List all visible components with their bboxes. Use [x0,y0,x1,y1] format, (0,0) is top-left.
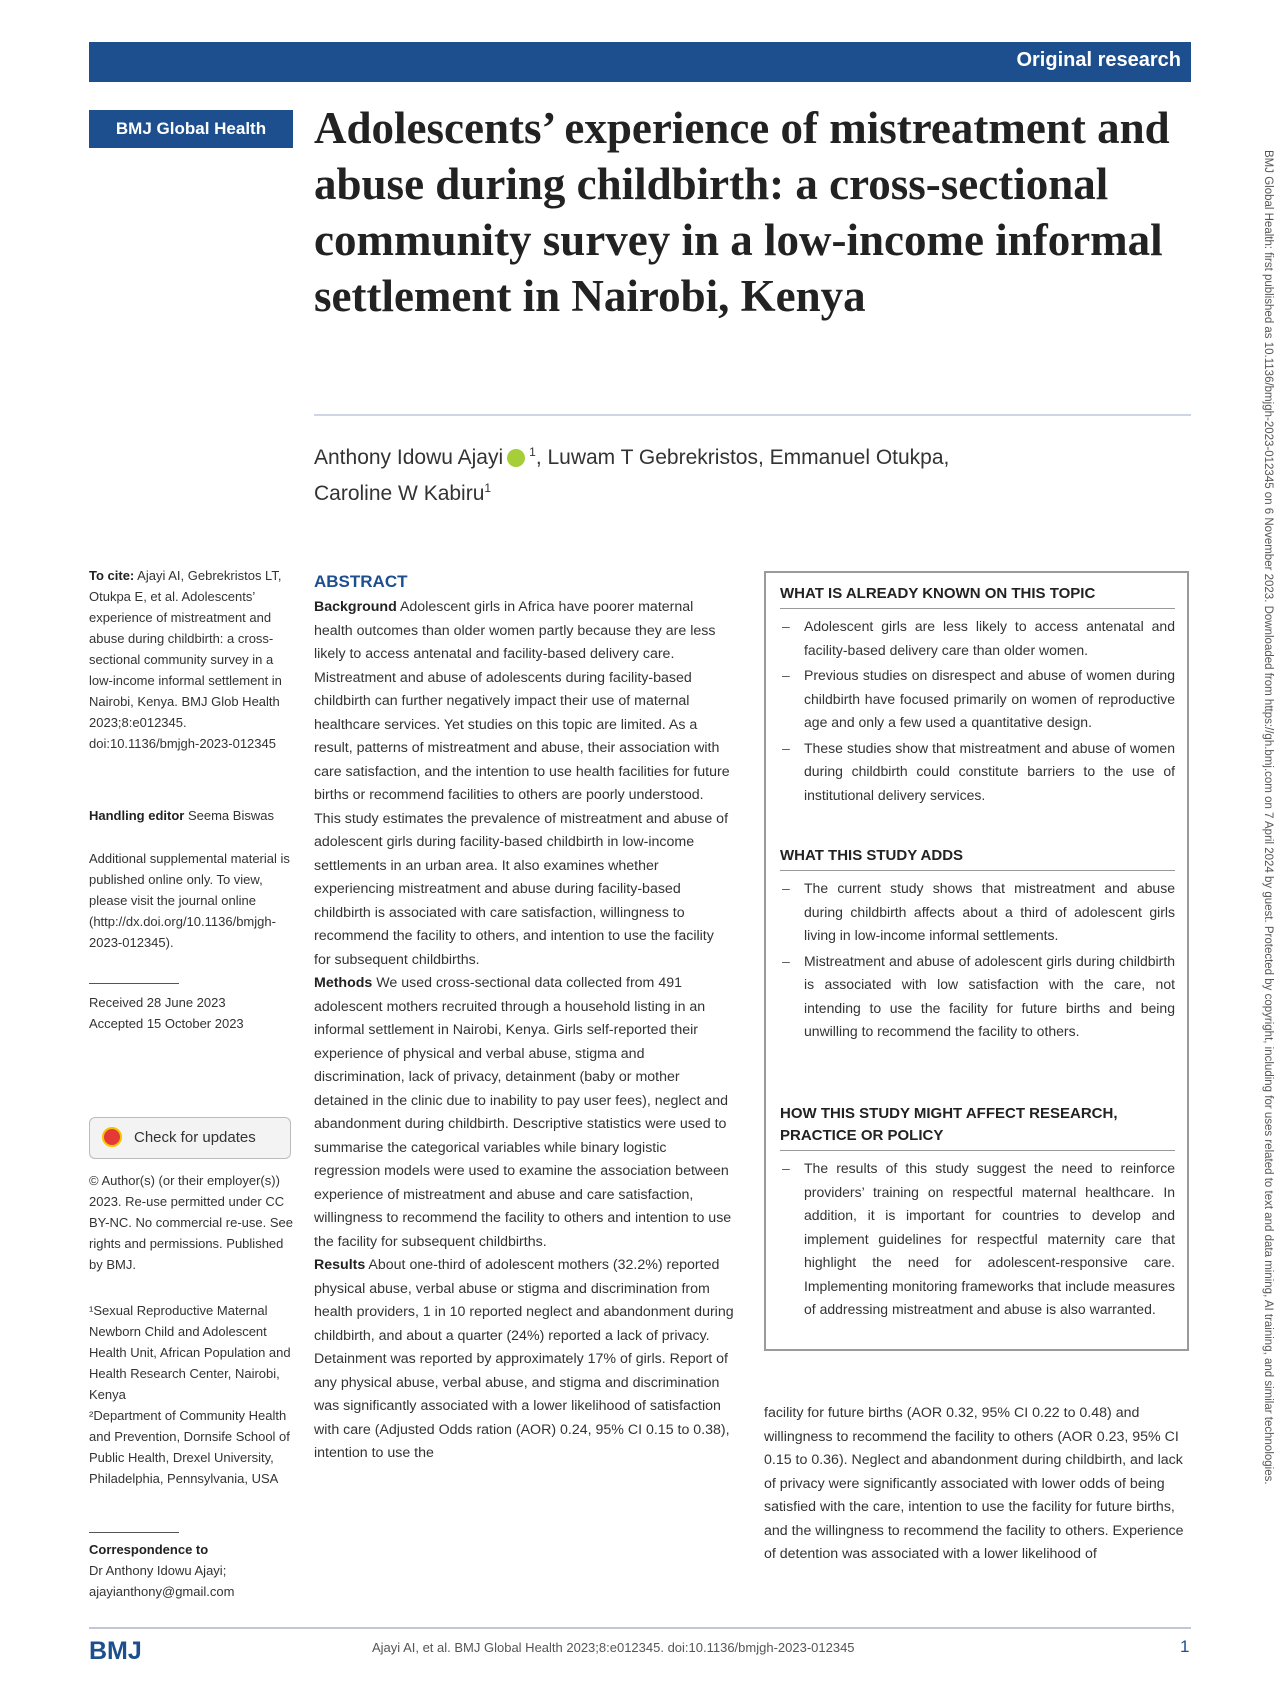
cite-text: Ajayi AI, Gebrekristos LT, Otukpa E, et … [89,568,282,751]
page-number: 1 [1180,1637,1190,1656]
cite-block: To cite: Ajayi AI, Gebrekristos LT, Otuk… [89,565,294,754]
footer-citation: Ajayi AI, et al. BMJ Global Health 2023;… [372,1640,855,1655]
sidebar-divider [89,1532,179,1533]
sidebar-divider [89,983,179,984]
correspondence: Correspondence to Dr Anthony Idowu Ajayi… [89,1539,294,1602]
check-for-updates-button[interactable]: Check for updates [89,1117,291,1159]
affil-sup: 1 [529,445,536,459]
impact-section: HOW THIS STUDY MIGHT AFFECT RESEARCH, PR… [780,1103,1175,1324]
affiliation-1: ¹Sexual Reproductive Maternal Newborn Ch… [89,1303,291,1402]
affiliations: ¹Sexual Reproductive Maternal Newborn Ch… [89,1300,294,1489]
methods-label: Methods [314,975,373,991]
handling-editor: Handling editor Seema Biswas [89,805,294,826]
author-name[interactable]: Caroline W Kabiru [314,482,485,505]
abstract-heading: ABSTRACT [314,572,408,591]
known-heading: WHAT IS ALREADY KNOWN ON THIS TOPIC [780,583,1175,609]
margin-note-text: BMJ Global Health: first published as 10… [1262,150,1274,1485]
margin-note: BMJ Global Health: first published as 10… [1258,150,1278,1485]
accepted-date: Accepted 15 October 2023 [89,1016,244,1031]
key-messages-box: WHAT IS ALREADY KNOWN ON THIS TOPIC Adol… [764,571,1189,1351]
additional-material: Additional supplemental material is publ… [89,848,294,953]
continued-text: facility for future births (AOR 0.32, 95… [764,1405,1184,1562]
list-item: These studies show that mistreatment and… [782,737,1175,808]
section-banner: Original research [89,42,1191,82]
cite-label: To cite: [89,568,135,583]
abstract-continued: facility for future births (AOR 0.32, 95… [764,1402,1189,1567]
article-title: Adolescents’ experience of mistreatment … [314,103,1170,321]
list-item: The current study shows that mistreatmen… [782,877,1175,948]
list-item: The results of this study suggest the ne… [782,1157,1175,1322]
list-item: Previous studies on disrespect and abuse… [782,664,1175,735]
orcid-icon[interactable] [507,449,526,468]
impact-heading: HOW THIS STUDY MIGHT AFFECT RESEARCH, PR… [780,1103,1175,1151]
background-label: Background [314,599,397,615]
adds-section: WHAT THIS STUDY ADDS The current study s… [780,845,1175,1046]
list-item: Mistreatment and abuse of adolescent gir… [782,950,1175,1044]
section-label: Original research [1016,49,1181,71]
results-text: About one-third of adolescent mothers (3… [314,1257,734,1461]
check-updates-label: Check for updates [134,1129,256,1146]
correspondence-label: Correspondence to [89,1542,209,1557]
handling-label: Handling editor [89,808,185,823]
affiliation-2: ²Department of Community Health and Prev… [89,1408,290,1486]
background-text: Adolescent girls in Africa have poorer m… [314,599,730,968]
title-divider [314,414,1191,416]
handling-text: Seema Biswas [187,808,274,823]
affil-sup: 1 [484,481,492,495]
correspondence-text[interactable]: Dr Anthony Idowu Ajayi; ajayianthony@gma… [89,1563,235,1599]
copyright-text: © Author(s) (or their employer(s)) 2023.… [89,1173,293,1272]
methods-text: We used cross-sectional data collected f… [314,975,732,1250]
results-label: Results [314,1257,366,1273]
adds-heading: WHAT THIS STUDY ADDS [780,845,1175,871]
copyright-notice: © Author(s) (or their employer(s)) 2023.… [89,1170,294,1275]
bmj-logo[interactable]: BMJ [89,1637,142,1665]
author-names-rest[interactable]: , Luwam T Gebrekristos, Emmanuel Otukpa, [535,446,950,469]
journal-badge[interactable]: BMJ Global Health [89,110,293,148]
received-date: Received 28 June 2023 [89,995,226,1010]
known-section: WHAT IS ALREADY KNOWN ON THIS TOPIC Adol… [780,583,1175,809]
abstract-body: Background Adolescent girls in Africa ha… [314,596,734,1466]
author-name[interactable]: Anthony Idowu Ajayi [314,446,504,469]
additional-text[interactable]: Additional supplemental material is publ… [89,851,290,950]
footer-divider [89,1627,1191,1629]
crossmark-icon [102,1127,122,1147]
list-item: Adolescent girls are less likely to acce… [782,615,1175,662]
dates: Received 28 June 2023 Accepted 15 Octobe… [89,992,294,1034]
